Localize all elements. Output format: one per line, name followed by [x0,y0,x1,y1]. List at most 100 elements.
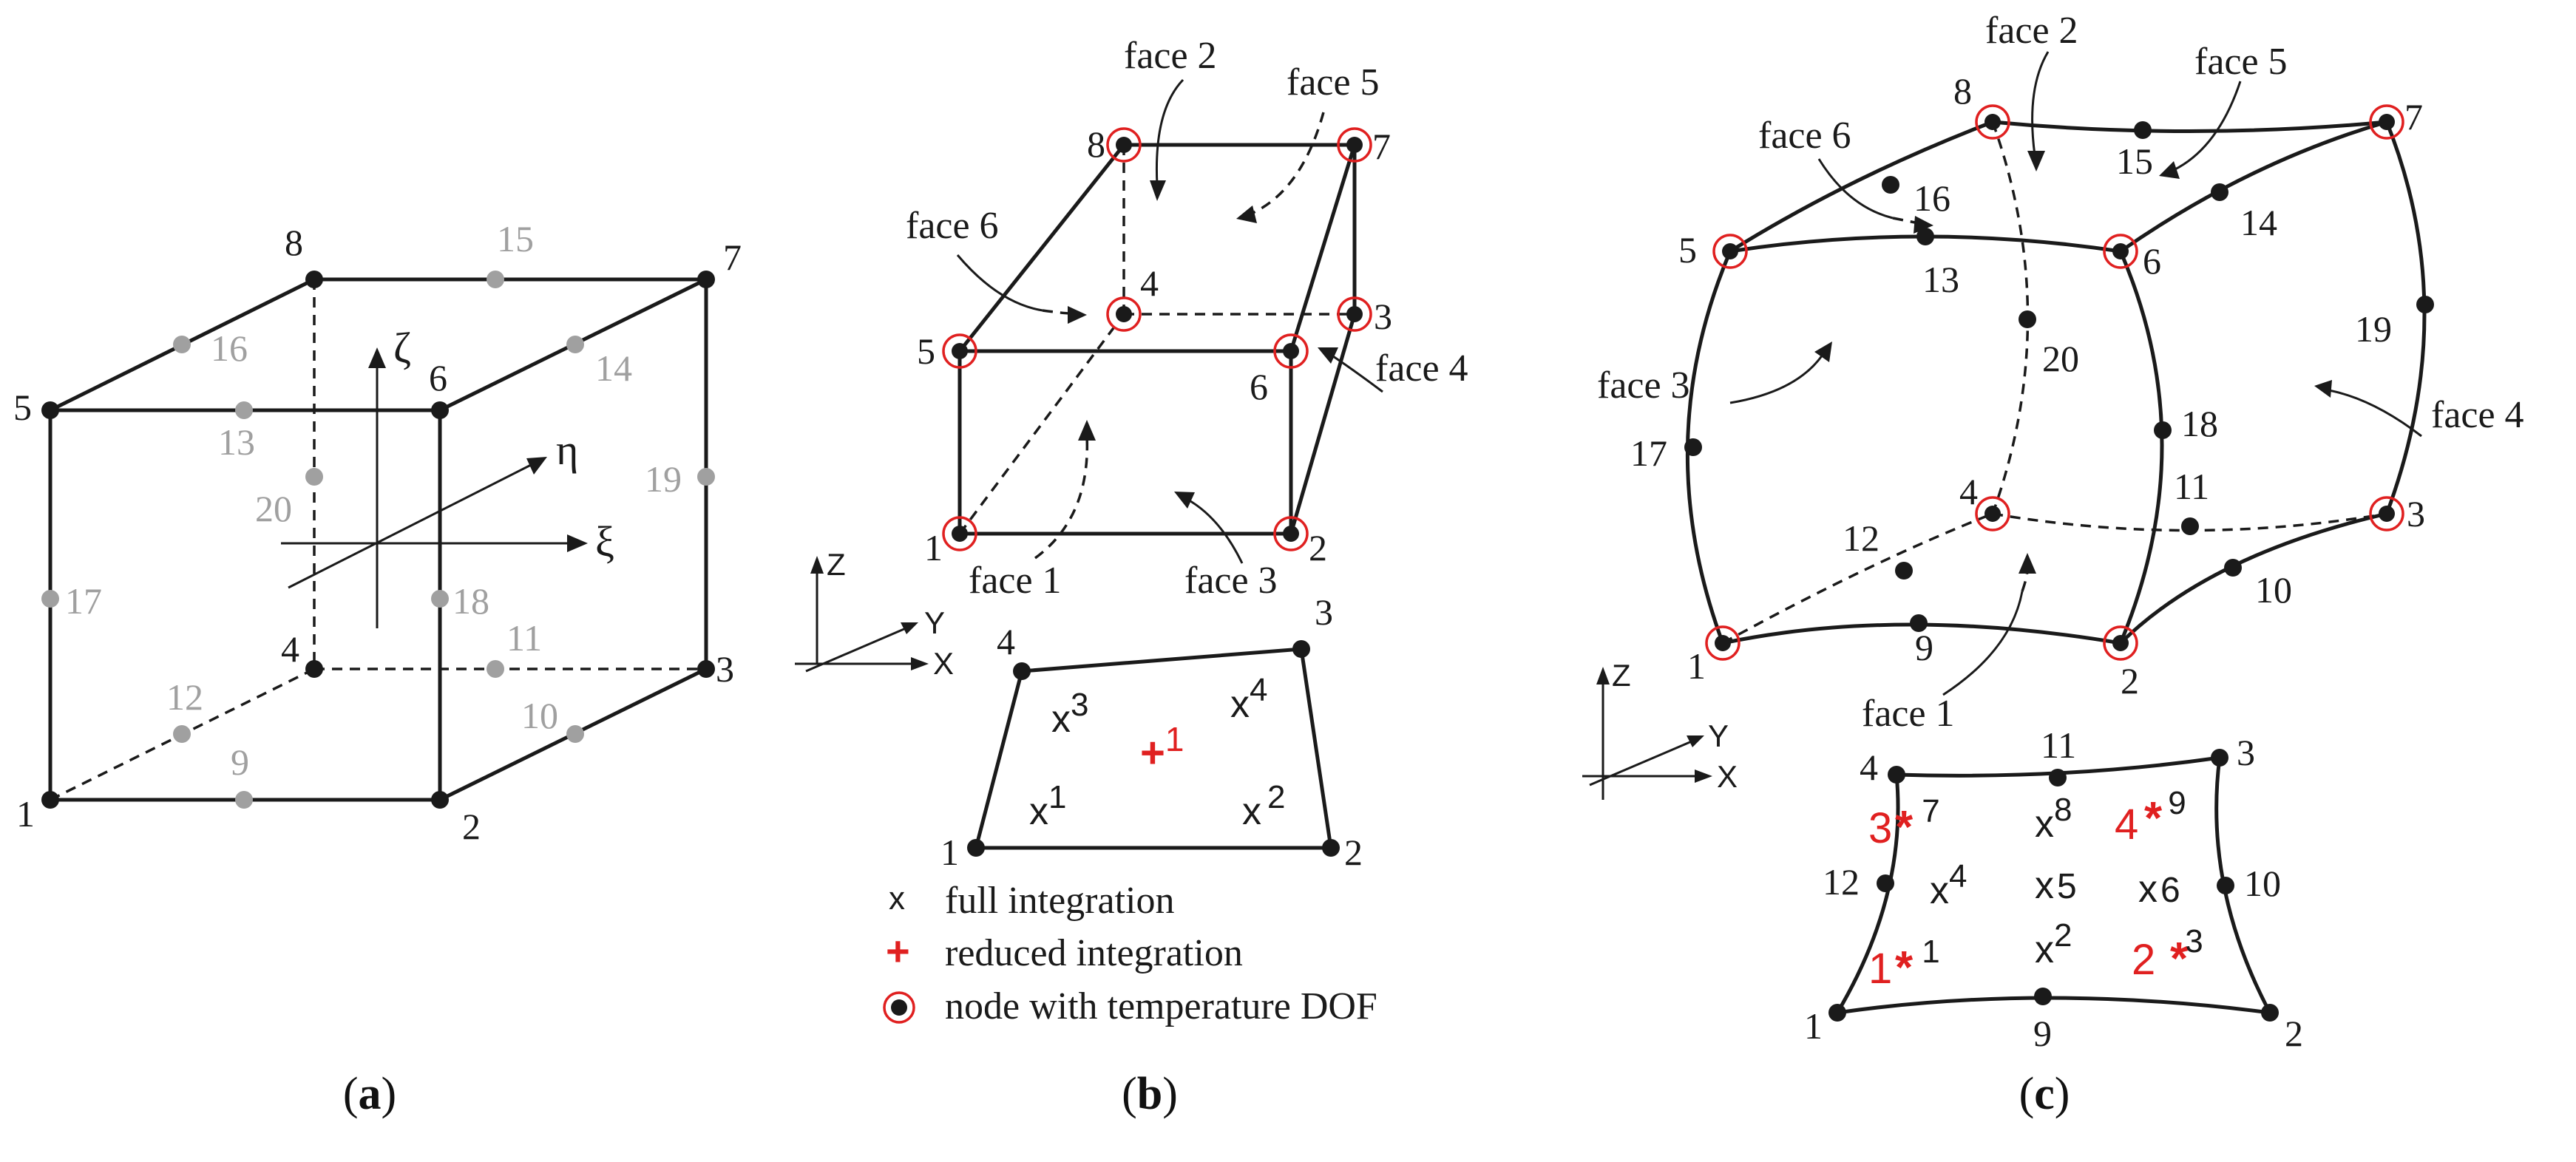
node-label-14: 14 [595,347,632,389]
node-label-16: 16 [1914,177,1950,219]
quad-element-8-node [1834,755,2274,1016]
panel-a: ζ η ξ 1 2 3 4 5 6 7 8 [13,218,742,1119]
node-with-ring-icon [883,991,915,1024]
node-label-12: 12 [166,676,203,718]
node-label-6: 6 [2143,240,2161,282]
hidden-edge-1-12-4 [1722,512,1993,645]
midside-node-dots-c [1684,121,2434,632]
node-label-19: 19 [645,458,682,500]
legend-symbol-reduced: + [886,928,910,974]
node-label-11: 11 [2174,466,2209,507]
node-label-3: 3 [1374,296,1392,337]
gauss-point-6: x6 [2138,868,2180,911]
quad8-node-label-11: 11 [2041,724,2076,766]
node-label-5: 5 [1678,229,1697,271]
global-axes-c [1582,667,1712,800]
legend-text-reduced: reduced integration [945,932,1243,974]
node-label-4: 4 [1959,471,1978,512]
axis-label-z-c: Z [1612,658,1631,693]
face-arrows-c [1729,51,2422,696]
gauss-point-4: x4 [1930,858,1967,912]
face-label-1: face 1 [969,560,1062,602]
node-label-14: 14 [2240,202,2277,243]
eta-axis-label: η [556,426,578,474]
quad-node-label-4: 4 [997,621,1015,662]
legend-text-temperature: node with temperature DOF [945,985,1377,1027]
gauss-point-5: x5 [2035,864,2077,907]
midside-node-dots [41,271,715,809]
node-label-1: 1 [924,527,943,568]
caption-a: (a) [343,1069,396,1119]
reduced-point-1: +1 [1140,720,1184,777]
node-label-20: 20 [255,488,292,529]
node-label-16: 16 [211,327,248,369]
quad8-node-label-12: 12 [1823,861,1860,903]
quad-node-dots [967,640,1340,857]
quad8-node-label-3: 3 [2237,732,2255,773]
gauss-point-3: x3 [1051,687,1088,741]
quad-node-label-1: 1 [940,832,959,873]
node-label-1: 1 [16,793,35,835]
axis-label-x-c: X [1717,759,1738,794]
caption-c: (c) [2019,1069,2070,1119]
reduced-asterisks: * * * * [1895,793,2189,993]
face-label-6: face 6 [906,205,999,247]
node-label-18: 18 [2181,403,2218,444]
node-label-4: 4 [281,628,299,670]
axis-label-z: Z [827,547,846,582]
node-label-2: 2 [462,806,481,847]
face-arrows [956,78,1383,564]
temperature-nodes-c [1705,104,2404,661]
svg-text:*: * [1895,942,1914,993]
xi-axis-label: ξ [595,517,614,565]
face-label-1: face 1 [1862,693,1955,735]
node-label-6: 6 [1250,366,1268,407]
node-label-7: 7 [2404,96,2423,137]
edge-2-10-3 [2119,512,2387,645]
node-label-13: 13 [1922,259,1959,300]
legend-b: x full integration + reduced integration… [883,880,1377,1027]
node-label-1: 1 [1687,645,1706,687]
face-label-6: face 6 [1758,115,1851,157]
gauss-point-1: x1 [1029,779,1066,833]
node-label-15: 15 [2116,140,2153,182]
node-label-19: 19 [2355,308,2392,350]
temperature-nodes [942,127,1372,551]
edge-6-7 [1289,144,1357,352]
axis-label-y-c: Y [1708,718,1729,753]
quad8-node-label-4: 4 [1860,747,1878,788]
gauss-point-8: x8 [2035,792,2072,846]
face-label-2: face 2 [1985,10,2078,52]
quad8-node-label-1: 1 [1804,1005,1823,1047]
node-label-3: 3 [2407,493,2425,534]
quad-node-label-2: 2 [1344,832,1363,873]
face-label-4: face 4 [1375,347,1468,390]
panel-c: 1 2 3 4 5 6 7 8 9 10 11 12 13 14 15 16 1… [1582,10,2524,1119]
node-label-7: 7 [1372,126,1391,167]
node-label-2: 2 [2121,660,2139,701]
quad8-node-label-2: 2 [2285,1013,2303,1054]
node-label-10: 10 [2255,569,2292,611]
hidden-edge-1-4 [958,313,1125,535]
legend-symbol-full: x [889,880,905,917]
axis-label-x: X [933,646,954,681]
edge-5-16-8 [1729,120,1993,254]
global-axes-b [795,556,929,673]
node-label-10: 10 [521,695,558,736]
node-label-12: 12 [1843,517,1880,559]
edge-6-14-7 [2119,120,2387,254]
node-label-17: 17 [1630,432,1667,474]
svg-text:*: * [1895,802,1914,853]
svg-text:*: * [2144,793,2163,844]
edge-2-18-6 [2118,251,2164,644]
node-label-17: 17 [65,580,102,622]
node-label-5: 5 [917,330,935,372]
face-label-3: face 3 [1184,560,1278,602]
corner-node-dots [41,271,715,809]
quad8-node-label-10: 10 [2244,863,2281,904]
panel-b: 1 2 3 4 5 6 7 8 face 2 face 5 face 6 fac… [795,35,1468,1119]
local-axes [281,347,588,628]
